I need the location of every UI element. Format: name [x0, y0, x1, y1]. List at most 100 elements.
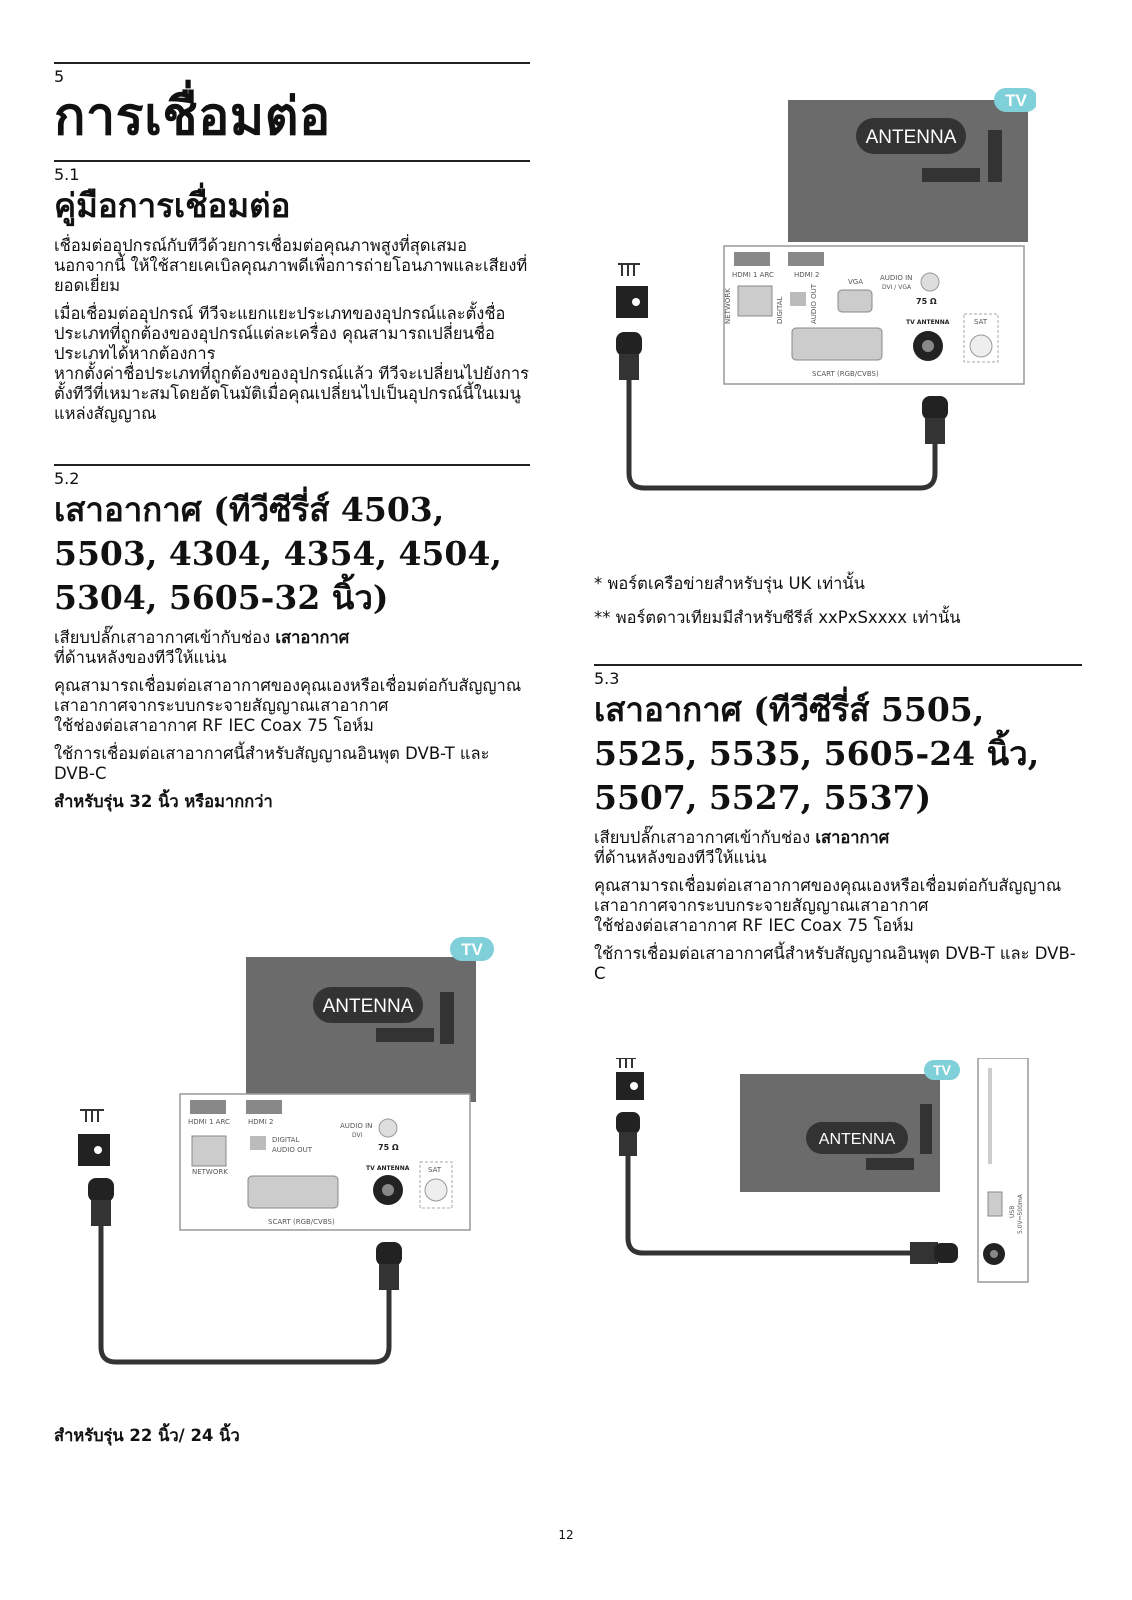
tv-antenna-label: TV ANTENNA	[906, 319, 950, 326]
coax-cable	[98, 1226, 392, 1365]
section-5-3-paragraph-3: ใช้การเชื่อมต่อเสาอากาศนี้สำหรับสัญญาณอิ…	[594, 944, 1076, 983]
connector-bar	[376, 1028, 434, 1042]
tv-antenna-socket-core	[382, 1184, 394, 1196]
dvi-label: DVI	[352, 1132, 363, 1139]
audio-in-jack	[920, 272, 940, 292]
antenna-icon	[616, 1058, 636, 1068]
section-5-3-number: 5.3	[594, 669, 620, 688]
scart-label: SCART (RGB/CVBS)	[812, 370, 879, 378]
side-port-panel	[977, 1058, 1029, 1283]
hdmi-2-port	[788, 252, 824, 266]
cable-plug-tv	[922, 396, 948, 420]
section-5-3-title: เสาอากาศ (ทีวีซีรี่ส์ 5505, 5525, 5535, …	[594, 690, 1040, 817]
antenna-diagram-right-bottom: TV ANTENNA USB 5.0V⎓500mA	[616, 1058, 1036, 1300]
section-5-2-paragraph-3: ใช้การเชื่อมต่อเสาอากาศนี้สำหรับสัญญาณอิ…	[54, 744, 490, 783]
wall-socket-hole	[94, 1146, 102, 1154]
section-5-1-paragraph-2b: หากตั้งค่าชื่อประเภทที่ถูกต้องของอุปกรณ์…	[54, 364, 529, 423]
scart-port	[791, 327, 883, 361]
section-rule	[54, 464, 530, 466]
cable-plug-tv	[376, 1242, 402, 1266]
scart-label: SCART (RGB/CVBS)	[268, 1218, 335, 1226]
tv-badge-label: TV	[461, 940, 483, 959]
network-label: NETWORK	[192, 1168, 228, 1176]
chapter-rule	[54, 62, 530, 64]
network-port	[737, 285, 773, 317]
antenna-label: ANTENNA	[819, 1131, 896, 1148]
antenna-pill	[806, 1122, 908, 1154]
subheading-22-24-inch: สำหรับรุ่น 22 นิ้ว/ 24 นิ้ว	[54, 1426, 240, 1445]
right-column: * พอร์ตเครือข่ายสำหรับรุ่น UK เท่านั้น *…	[594, 574, 1082, 992]
digital-label: DIGITAL	[272, 1136, 299, 1144]
tv-antenna-socket-core	[922, 340, 934, 352]
section-5-3-paragraph-2a: คุณสามารถเชื่อมต่อเสาอากาศของคุณเองหรือเ…	[594, 876, 1062, 915]
subheading-32-inch: สำหรับรุ่น 32 นิ้ว หรือมากกว่า	[54, 792, 273, 811]
digital-audio-port	[790, 292, 806, 306]
hdmi-1-port	[734, 252, 770, 266]
coax-cable	[625, 1156, 910, 1256]
section-rule	[594, 664, 1082, 666]
antenna-icon	[618, 263, 640, 276]
rear-port-panel	[723, 245, 1025, 385]
antenna-pill	[856, 118, 966, 154]
tv-badge-label: TV	[933, 1062, 952, 1078]
cable-plug-wall	[616, 1112, 640, 1134]
antenna-port-name: เสาอากาศ	[815, 828, 890, 847]
audio-in-label: AUDIO IN	[340, 1122, 372, 1130]
cable-plug-tv-body	[910, 1242, 938, 1264]
audio-in-jack	[378, 1118, 398, 1138]
section-5-2-number: 5.2	[54, 469, 80, 488]
digital-audio-port	[250, 1136, 266, 1150]
connector-post	[440, 992, 454, 1044]
network-port	[191, 1135, 227, 1167]
section-rule	[54, 160, 530, 162]
section-5-2-title: เสาอากาศ (ทีวีซีรี่ส์ 4503, 5503, 4304, …	[54, 490, 502, 617]
cable-plug-wall-body	[619, 1132, 637, 1156]
section-5-2-paragraph-2a: คุณสามารถเชื่อมต่อเสาอากาศของคุณเองหรือเ…	[54, 676, 522, 715]
dvi-vga-label: DVI / VGA	[882, 284, 912, 291]
tv-badge	[450, 937, 494, 961]
antenna-pill	[313, 987, 423, 1023]
audio-out-label: AUDIO OUT	[810, 283, 818, 324]
audio-out-label: AUDIO OUT	[272, 1146, 313, 1154]
connector-bar	[866, 1158, 914, 1170]
hdmi-1-label: HDMI 1 ARC	[732, 271, 774, 279]
tv-badge	[994, 88, 1036, 112]
tv-badge-label: TV	[1005, 91, 1027, 110]
section-5-1-title: คู่มือการเชื่อมต่อ	[54, 186, 291, 225]
sat-area	[419, 1161, 453, 1209]
antenna-label: ANTENNA	[866, 127, 957, 148]
section-5-2-paragraph-1: เสียบปลั๊กเสาอากาศเข้ากับช่อง เสาอากาศที…	[54, 628, 530, 668]
scart-port	[247, 1175, 339, 1209]
left-column: 5 การเชื่อมต่อ 5.1 คู่มือการเชื่อมต่อ เช…	[54, 62, 530, 820]
cable-plug-wall	[88, 1178, 114, 1202]
text-run: เสียบปลั๊กเสาอากาศเข้ากับช่อง	[594, 828, 816, 847]
hdmi-2-port	[246, 1100, 282, 1114]
sat-socket	[969, 334, 993, 358]
tv-badge	[924, 1060, 960, 1080]
cable-plug-wall	[616, 332, 642, 356]
section-5-1-number: 5.1	[54, 165, 80, 184]
section-5-3-paragraph-1: เสียบปลั๊กเสาอากาศเข้ากับช่อง เสาอากาศที…	[594, 828, 1082, 868]
cable-plug-wall-body	[91, 1200, 111, 1226]
tv-antenna-label: TV ANTENNA	[366, 1165, 410, 1172]
page-number: 12	[558, 1528, 574, 1542]
wall-socket-hole	[630, 1082, 638, 1090]
antenna-diagram-32-inch: TV ANTENNA HDMI 1 ARC HDMI 2 NETWORK DIG…	[78, 932, 498, 1377]
sat-label: SAT	[974, 318, 988, 326]
note-satellite-port: ** พอร์ตดาวเทียมมีสำหรับซีรีส์ xxPxSxxxx…	[594, 608, 961, 627]
usb-port	[987, 1191, 1003, 1217]
tv-antenna-socket-core	[990, 1250, 998, 1258]
antenna-diagram-right-top: TV ANTENNA HDMI 1 ARC HDMI 2 NETWORK DIG…	[616, 88, 1036, 528]
ohm-label: 75 Ω	[378, 1143, 399, 1152]
usb-label: USB	[1009, 1206, 1016, 1218]
audio-in-label: AUDIO IN	[880, 274, 912, 282]
panel-slot	[988, 1068, 992, 1164]
hdmi-1-port	[190, 1100, 226, 1114]
hdmi-1-label: HDMI 1 ARC	[188, 1118, 230, 1126]
antenna-port-name: เสาอากาศ	[275, 628, 350, 647]
antenna-label: ANTENNA	[323, 996, 414, 1017]
vga-port	[837, 289, 873, 313]
text-run: ที่ด้านหลังของทีวีให้แน่น	[594, 848, 767, 867]
network-label: NETWORK	[724, 288, 732, 324]
connector-post	[988, 130, 1002, 182]
